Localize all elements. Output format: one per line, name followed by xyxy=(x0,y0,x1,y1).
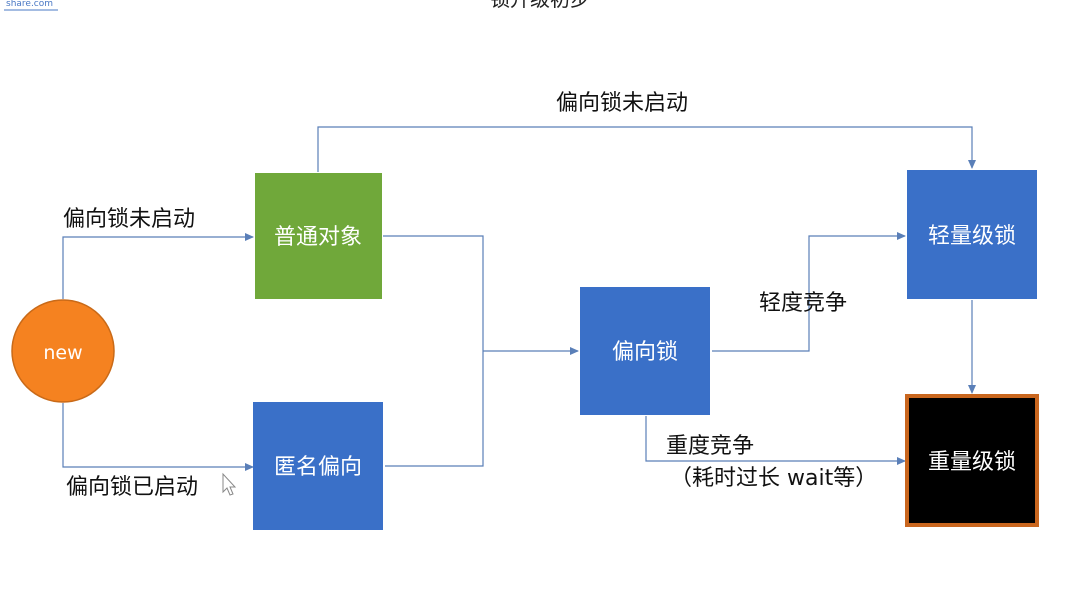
node-heavyweight-lock: 重量级锁 xyxy=(905,394,1039,527)
edge-new-to-normal-object xyxy=(62,233,254,299)
edge-biased-to-heavyweight-lock xyxy=(645,416,906,465)
edge-label-light-contention: 轻度竞争 xyxy=(759,291,847,316)
edge-label-new-to-anonymous: 偏向锁已启动 xyxy=(66,475,198,500)
edge-merge-to-biased xyxy=(383,235,484,467)
edge-biased-to-lightweight-lock xyxy=(712,232,906,352)
page-title: 锁升级初步 xyxy=(490,0,590,11)
node-new-label: new xyxy=(43,342,82,364)
logo-text: share.com xyxy=(6,0,53,9)
node-anonymous-biased: 匿名偏向 xyxy=(253,402,383,530)
edge-label-new-to-normal: 偏向锁未启动 xyxy=(63,207,195,232)
node-normal-object-label: 普通对象 xyxy=(274,225,362,250)
node-normal-object: 普通对象 xyxy=(255,173,382,299)
node-biased-lock-label: 偏向锁 xyxy=(612,340,678,365)
node-new: new xyxy=(11,299,115,403)
node-lightweight-lock-label: 轻量级锁 xyxy=(928,224,1016,249)
edge-label-heavy-contention-detail: （耗时过长 wait等） xyxy=(670,466,877,491)
edge-new-to-anonymous-biased xyxy=(62,403,254,471)
node-biased-lock: 偏向锁 xyxy=(580,287,710,415)
edge-label-normal-to-lightweight: 偏向锁未启动 xyxy=(556,91,688,116)
node-lightweight-lock: 轻量级锁 xyxy=(907,170,1037,299)
logo: share.com xyxy=(4,0,58,11)
node-heavyweight-lock-label: 重量级锁 xyxy=(928,450,1016,475)
edge-normal-object-to-lightweight-lock xyxy=(317,126,976,172)
edge-label-heavy-contention: 重度竞争 xyxy=(666,434,754,459)
node-anonymous-biased-label: 匿名偏向 xyxy=(274,455,362,480)
mouse-cursor-icon xyxy=(222,472,237,496)
